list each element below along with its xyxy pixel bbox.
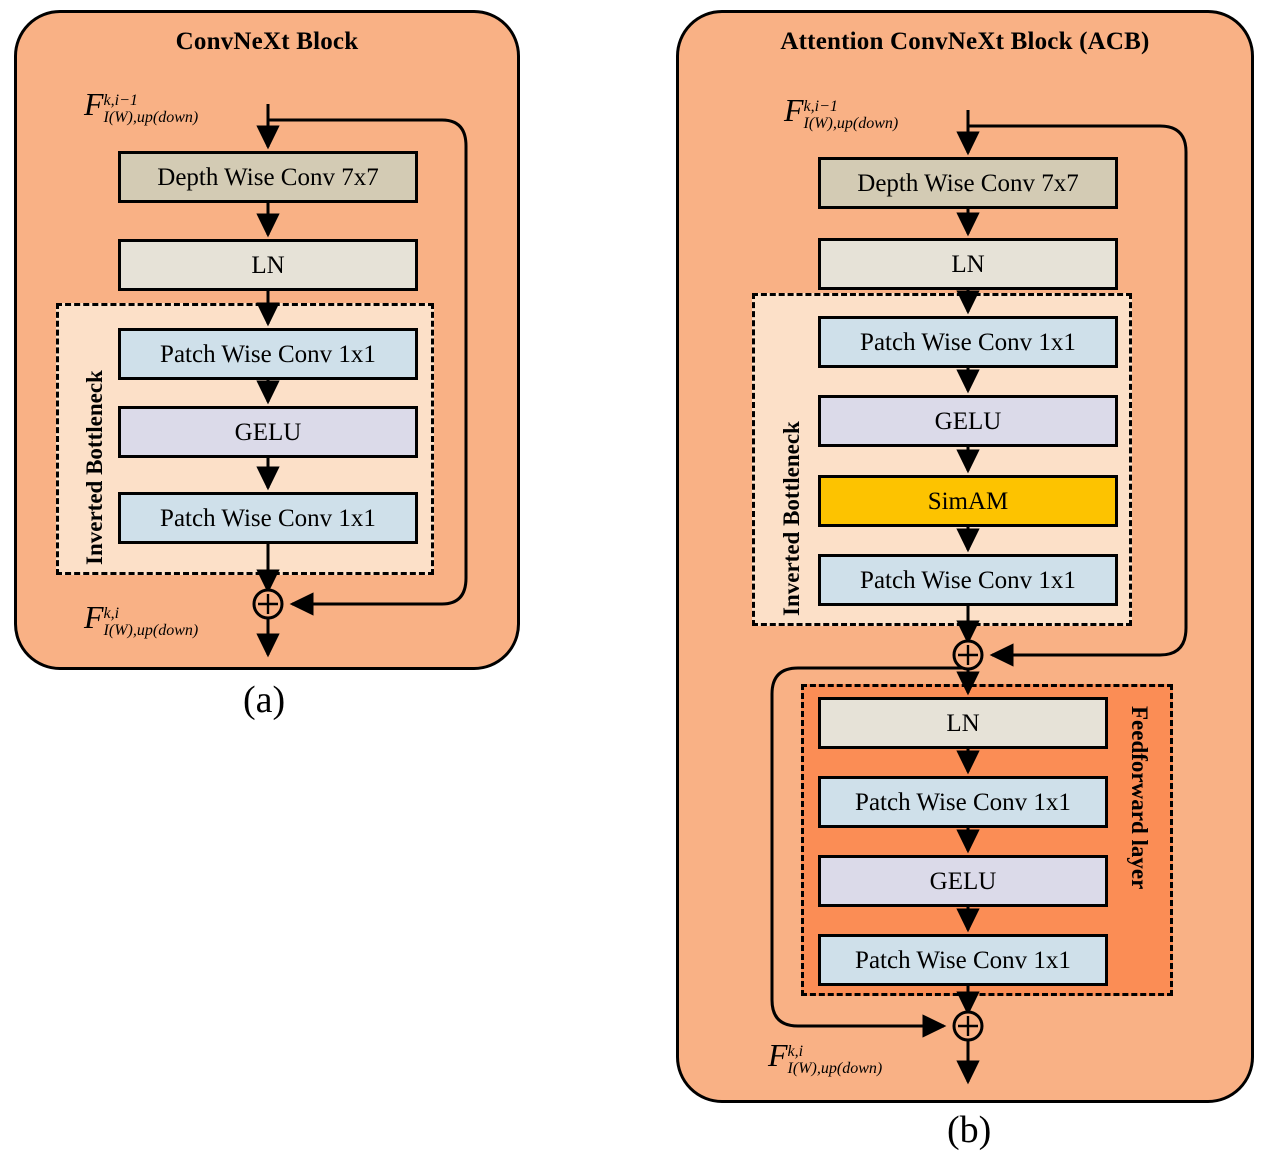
input-feature-sup-b: k,i−1 xyxy=(803,98,838,115)
ff-block-gelu-b: GELU xyxy=(818,855,1108,907)
convnext-block-title: ConvNeXt Block xyxy=(175,28,359,55)
input-feature-base-b: F xyxy=(784,92,804,128)
inverted-bottleneck-label-b: Inverted Bottleneck xyxy=(779,421,804,616)
input-feature-sub-a: I(W),up(down) xyxy=(103,108,199,126)
block-patchwise-conv-2-a: Patch Wise Conv 1x1 xyxy=(118,492,418,544)
input-feature-base-a: F xyxy=(84,86,104,122)
attention-convnext-block-title: Attention ConvNeXt Block (ACB) xyxy=(780,28,1150,55)
inverted-bottleneck-label-a: Inverted Bottleneck xyxy=(82,370,107,565)
ff-block-patchwise-conv-2-b: Patch Wise Conv 1x1 xyxy=(818,934,1108,986)
block-ln-b: LN xyxy=(818,238,1118,290)
feedforward-layer-label-b: Feedforward layer xyxy=(1127,706,1152,890)
block-patchwise-conv-1-b: Patch Wise Conv 1x1 xyxy=(818,316,1118,368)
input-feature-sup-a: k,i−1 xyxy=(103,92,138,109)
block-patchwise-conv-1-a: Patch Wise Conv 1x1 xyxy=(118,328,418,380)
input-feature-sub-b: I(W),up(down) xyxy=(803,114,899,132)
caption-b: (b) xyxy=(947,1109,992,1151)
output-feature-sub-a: I(W),up(down) xyxy=(103,621,199,639)
block-depthwise-conv-a: Depth Wise Conv 7x7 xyxy=(118,151,418,203)
output-feature-sub-b: I(W),up(down) xyxy=(787,1059,883,1077)
output-feature-sup-a: k,i xyxy=(103,605,120,622)
block-ln-a: LN xyxy=(118,239,418,291)
ff-block-patchwise-conv-1-b: Patch Wise Conv 1x1 xyxy=(818,776,1108,828)
block-patchwise-conv-2-b: Patch Wise Conv 1x1 xyxy=(818,554,1118,606)
block-gelu-b: GELU xyxy=(818,395,1118,447)
output-feature-sup-b: k,i xyxy=(787,1043,804,1060)
output-feature-base-a: F xyxy=(84,599,104,635)
caption-a: (a) xyxy=(243,679,286,721)
block-gelu-a: GELU xyxy=(118,406,418,458)
ff-block-ln-b: LN xyxy=(818,697,1108,749)
block-depthwise-conv-b: Depth Wise Conv 7x7 xyxy=(818,157,1118,209)
block-simam-b: SimAM xyxy=(818,475,1118,527)
output-feature-base-b: F xyxy=(768,1037,788,1073)
